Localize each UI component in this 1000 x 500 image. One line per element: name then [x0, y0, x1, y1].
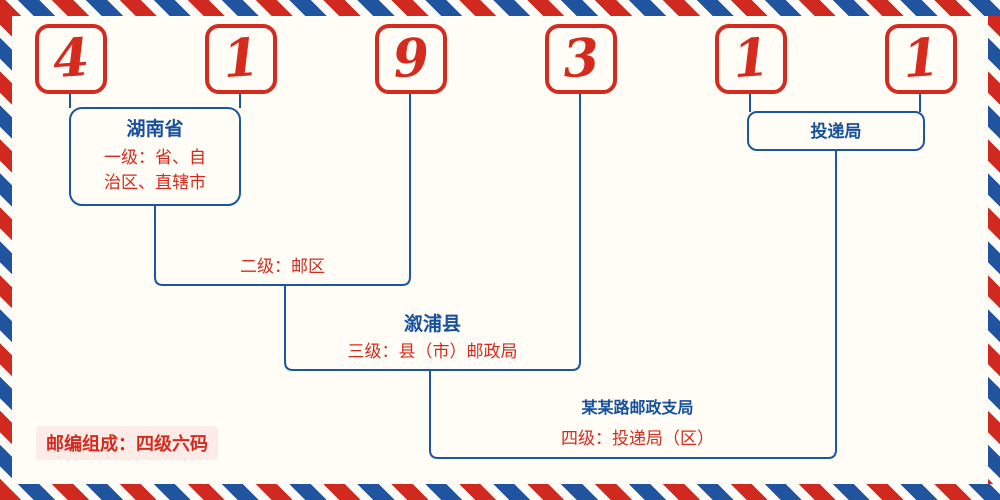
level1-region-label: 湖南省	[126, 118, 184, 140]
level1-stems	[69, 94, 241, 108]
level2-connector	[154, 94, 411, 286]
delivery-stems	[749, 94, 921, 112]
digit-box-6: 1	[885, 24, 957, 94]
digit-5: 1	[730, 26, 772, 91]
composition-note: 邮编组成：四级六码	[36, 426, 218, 460]
digit-box-3: 9	[375, 24, 447, 94]
airmail-border-left	[0, 0, 12, 500]
level1-desc-line1: 一级：省、自	[104, 148, 206, 168]
digit-box-5: 1	[715, 24, 787, 94]
digit-3: 9	[390, 26, 432, 91]
level1-desc-line2: 治区、直辖市	[104, 173, 206, 193]
airmail-border-top	[0, 0, 1000, 16]
level2-desc-label: 二级：邮区	[240, 257, 325, 277]
level3-desc-label: 三级：县（市）邮政局	[347, 342, 518, 362]
level3-county-label: 溆浦县	[403, 313, 461, 335]
digit-1: 4	[50, 26, 92, 91]
digit-4: 3	[560, 26, 602, 91]
digit-box-1: 4	[35, 24, 107, 94]
airmail-border-bottom	[0, 484, 1000, 500]
level3-connector	[284, 94, 581, 371]
digit-2: 1	[220, 26, 262, 91]
level4-desc-label: 四级：投递局（区）	[561, 429, 714, 449]
digit-box-2: 1	[205, 24, 277, 94]
level4-connector	[429, 150, 837, 459]
level4-branch-label: 某某路邮政支局	[581, 398, 694, 417]
delivery-label-box	[747, 111, 925, 151]
digit-box-4: 3	[545, 24, 617, 94]
delivery-office-label: 投递局	[810, 122, 862, 142]
airmail-border-right	[988, 0, 1000, 500]
digit-6: 1	[900, 26, 942, 91]
